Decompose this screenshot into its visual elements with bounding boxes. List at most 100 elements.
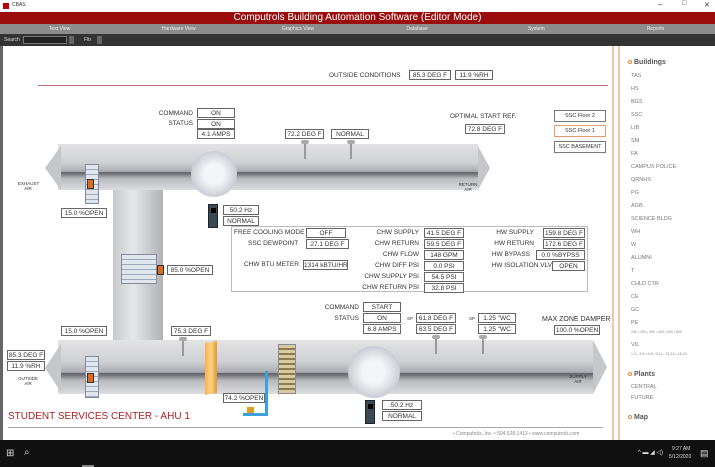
main-nav: Text View Hardware View Graphics View Da…: [0, 24, 715, 34]
return-fan-status: ON: [197, 119, 235, 129]
building-campus-police[interactable]: CAMPUS POLICE: [631, 164, 677, 170]
taskbar-app-indicator[interactable]: [82, 465, 94, 467]
buildings-header[interactable]: Buildings: [628, 59, 666, 66]
app-name: CBAS: [12, 2, 26, 8]
hw-bypass-label: HW BYPASS: [491, 251, 530, 258]
search-input[interactable]: [23, 36, 67, 44]
smoke-detector-icon: [347, 140, 355, 159]
chw-diff-psi-label: CHW DIFF PSI: [374, 262, 419, 269]
free-cooling-value[interactable]: OFF: [306, 228, 346, 238]
clock-date[interactable]: 5/12/2020: [669, 454, 692, 460]
optimal-start-label: OPTIMAL START REF.: [450, 113, 517, 120]
search-dropdown[interactable]: [69, 36, 74, 44]
sidebar: Buildings TAS HS BGS SSC LIB SM FA CAMPU…: [612, 46, 715, 440]
heating-valve-position[interactable]: 74.2 %OPEN: [223, 393, 265, 403]
supply-temp-setpoint[interactable]: 61.8 DEG F: [416, 313, 456, 323]
building-hs[interactable]: HS: [631, 86, 639, 92]
outside-temp[interactable]: 85.3 DEG F: [409, 70, 451, 80]
search-icon[interactable]: ⌕: [24, 447, 30, 458]
taskbar: ⊞ ⌕ ^ ▬ ◢ ◁) 9:27 AM 5/12/2020 ▤: [0, 440, 715, 467]
building-w[interactable]: W: [631, 242, 637, 248]
hw-supply-label: HW SUPPLY: [496, 229, 534, 236]
ssc-basement-button[interactable]: SSC BASEMENT: [554, 141, 606, 153]
valve-icon: [247, 407, 254, 413]
supply-fan-vfd-icon: [365, 400, 375, 424]
outside-damper-position[interactable]: 15.0 %OPEN: [61, 326, 107, 336]
system-tray-icons[interactable]: ^ ▬ ◢ ◁): [638, 450, 664, 456]
maximize-button[interactable]: □: [682, 0, 687, 7]
building-alumni[interactable]: ALUMNI: [631, 255, 652, 261]
clock-time[interactable]: 9:27 AM: [672, 446, 691, 452]
filter-button[interactable]: Fltr: [84, 37, 92, 43]
filter-dropdown[interactable]: [97, 36, 102, 44]
supply-temp-sp-label: SP: [407, 316, 414, 321]
nav-graphics-view[interactable]: Graphics View: [281, 26, 314, 32]
building-bgs[interactable]: BGS: [631, 99, 643, 105]
mixed-damper-position[interactable]: 85.0 %OPEN: [167, 265, 213, 275]
building-agb[interactable]: AGB: [631, 203, 643, 209]
building-fa[interactable]: FA: [631, 151, 638, 157]
plant-future[interactable]: FUTURE: [631, 395, 654, 401]
building-pg[interactable]: PG: [631, 190, 639, 196]
static-sp-label: SP: [469, 316, 476, 321]
building-chld-ctr[interactable]: CHLD CTR: [631, 281, 659, 287]
nav-hardware-view[interactable]: Hardware View: [161, 26, 196, 32]
return-duct: [58, 144, 478, 190]
minimize-button[interactable]: –: [658, 0, 663, 9]
building-t[interactable]: T: [631, 268, 635, 274]
close-button[interactable]: ✕: [704, 2, 710, 9]
nav-reports[interactable]: Reports: [646, 26, 665, 32]
chw-return-value: 59.5 DEG F: [424, 239, 464, 249]
windows-start-icon[interactable]: ⊞: [6, 448, 15, 459]
building-ce[interactable]: CE: [631, 294, 639, 300]
static-pressure-setpoint[interactable]: 1.25 "WC: [478, 313, 516, 323]
building-science-bldg[interactable]: SCIENCE BLDG: [631, 216, 672, 222]
plants-header[interactable]: Plants: [628, 371, 655, 378]
static-pressure-sensor-icon: [479, 335, 487, 354]
supply-fan-icon[interactable]: [348, 346, 400, 398]
return-fan-command[interactable]: ON: [197, 108, 235, 118]
hw-return-label: HW RETURN: [494, 240, 534, 247]
return-temp-sensor-icon: [301, 140, 309, 159]
max-zone-damper-label: MAX ZONE DAMPER: [542, 316, 611, 323]
mixed-damper-actuator-icon: [157, 265, 164, 275]
nav-text-view[interactable]: Text View: [48, 26, 71, 32]
unit-title: STUDENT SERVICES CENTER - AHU 1: [8, 411, 190, 422]
plant-central[interactable]: CENTRAL: [631, 384, 657, 390]
pe-sublinks[interactable]: 100 • 200 • 300 • 400 • 500 • 600: [631, 330, 682, 334]
supply-air-label: SUPPLY AIR: [569, 374, 587, 384]
building-vil[interactable]: VIL: [631, 342, 640, 348]
chw-return-psi-value: 32.8 PSI: [424, 283, 464, 293]
return-air-label: RETURN AIR: [458, 182, 478, 192]
building-lib[interactable]: LIB: [631, 125, 640, 131]
notification-icon[interactable]: ▤: [700, 448, 709, 458]
building-ssc[interactable]: SSC: [631, 112, 643, 118]
building-sm[interactable]: SM: [631, 138, 640, 144]
nav-database[interactable]: Database: [406, 26, 428, 32]
nav-system[interactable]: System: [527, 26, 545, 32]
building-wh[interactable]: WH: [631, 229, 641, 235]
supply-fan-command[interactable]: START: [363, 302, 401, 312]
optimal-start-value[interactable]: 72.8 DEG F: [465, 124, 505, 134]
building-qrnhs[interactable]: QRNHS: [631, 177, 651, 183]
building-tas[interactable]: TAS: [631, 73, 642, 79]
vil-sublinks[interactable]: 1-2 • 3-5 • 6-8 • 9-11 • 15-16 • 18-33: [631, 352, 687, 356]
supply-fan-amps: 6.8 AMPS: [363, 324, 401, 334]
supply-duct: [58, 340, 593, 394]
return-fan-icon[interactable]: [191, 151, 237, 197]
mixed-air-temp: 75.3 DEG F: [171, 326, 211, 336]
ssc-floor-1-button[interactable]: SSC Floor 1: [554, 125, 606, 137]
map-header[interactable]: Map: [628, 414, 648, 421]
building-pe[interactable]: PE: [631, 320, 639, 326]
chw-return-label: CHW RETURN: [374, 240, 419, 247]
return-fan-vfd-icon: [208, 204, 218, 228]
building-gc[interactable]: GC: [631, 307, 640, 313]
return-fan-amps: 4.1 AMPS: [197, 129, 235, 139]
ssc-floor-2-button[interactable]: SSC Floor 2: [554, 110, 606, 122]
exhaust-damper-position[interactable]: 15.0 %OPEN: [61, 208, 107, 218]
mixed-air-damper[interactable]: [121, 254, 157, 284]
return-fan-status-label: STATUS: [168, 120, 193, 127]
outside-rh[interactable]: 11.9 %RH: [455, 70, 493, 80]
return-air-temp[interactable]: 72.2 DEG F: [285, 129, 324, 139]
hw-isolation-value[interactable]: OPEN: [552, 261, 585, 271]
